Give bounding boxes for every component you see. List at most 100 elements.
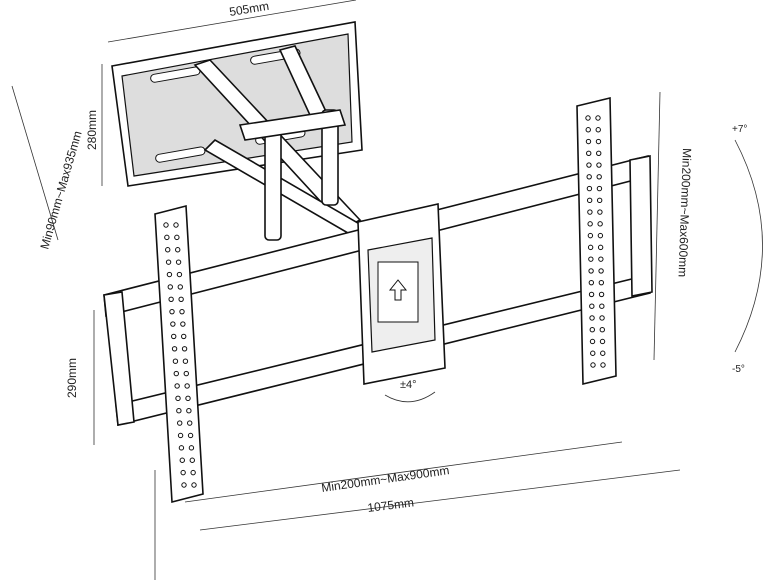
- bracket-hole: [587, 209, 593, 215]
- bracket-hole: [600, 350, 606, 356]
- bracket-hole: [598, 291, 605, 298]
- bracket-hole: [172, 358, 179, 364]
- bracket-hole: [599, 327, 605, 333]
- bracket-hole: [588, 256, 594, 262]
- bracket-hole: [173, 222, 179, 228]
- bracket-hole: [595, 115, 601, 121]
- bracket-hole: [181, 346, 188, 352]
- vertical-vesa-range-label: Min200mm~Max600mm: [675, 148, 693, 277]
- bracket-hole: [588, 279, 595, 286]
- dimension-lines: [11, 0, 763, 580]
- bracket-hole: [598, 268, 604, 274]
- bracket-hole: [585, 127, 591, 133]
- bracket-hole: [599, 303, 605, 309]
- bracket-hole: [597, 232, 604, 239]
- articulating-arms: [193, 45, 372, 242]
- bracket-hole: [587, 221, 593, 227]
- bracket-hole: [169, 308, 175, 315]
- bracket-hole: [597, 244, 604, 251]
- right-vertical-bracket: [576, 96, 617, 386]
- bracket-hole: [588, 268, 594, 274]
- bracket-hole: [177, 420, 183, 426]
- bracket-hole: [177, 432, 184, 439]
- tilt-up-label: +7°: [732, 124, 747, 135]
- bracket-hole: [588, 291, 595, 298]
- bracket-hole: [176, 408, 182, 414]
- bracket-hole: [163, 222, 169, 228]
- extension-range-label: Min90mm~Max935mm: [37, 129, 84, 250]
- bracket-hole: [596, 185, 603, 192]
- bracket-hole: [597, 209, 603, 215]
- bracket-hole: [589, 303, 595, 309]
- wall-plate-height-label: 280mm: [85, 110, 99, 150]
- bracket-hole: [598, 279, 605, 286]
- bracket-hole: [187, 420, 193, 426]
- up-arrow-icon: [388, 279, 408, 301]
- bracket-hole: [166, 271, 173, 278]
- center-tilt-plate: [357, 203, 446, 385]
- bracket-hole: [595, 127, 601, 133]
- bracket-hole: [164, 234, 170, 241]
- bracket-hole: [180, 469, 186, 476]
- bracket-hole: [586, 162, 592, 168]
- bracket-hole: [187, 432, 194, 439]
- bracket-hole: [585, 115, 591, 121]
- bracket-hole: [167, 284, 173, 290]
- bracket-hole: [183, 370, 189, 377]
- bracket-hole: [186, 408, 192, 414]
- bracket-hole: [586, 150, 592, 156]
- rail-height-label: 290mm: [65, 358, 79, 398]
- bracket-hole: [596, 162, 602, 168]
- bracket-hole: [585, 138, 592, 145]
- bracket-hole: [599, 338, 606, 345]
- wall-plate-width-label: 505mm: [228, 0, 270, 19]
- swivel-level-label: ±4°: [400, 379, 417, 391]
- left-vertical-bracket: [154, 204, 204, 504]
- bracket-hole: [173, 370, 179, 377]
- bracket-hole: [181, 333, 187, 340]
- bracket-hole: [165, 259, 172, 265]
- bracket-hole: [171, 346, 178, 352]
- bracket-hole: [600, 362, 606, 368]
- bracket-hole: [586, 174, 592, 180]
- bracket-hole: [168, 296, 174, 302]
- bracket-hole: [589, 327, 595, 333]
- bracket-hole: [175, 247, 181, 253]
- bracket-hole: [182, 358, 189, 364]
- bracket-hole: [174, 383, 180, 389]
- bracket-hole: [175, 259, 182, 265]
- bracket-hole: [596, 150, 602, 156]
- bracket-hole: [596, 197, 603, 204]
- bracket-hole: [596, 174, 602, 180]
- horizontal-vesa-range-label: Min200mm~Max900mm: [320, 463, 450, 495]
- bracket-hole: [179, 308, 185, 315]
- bracket-hole: [590, 350, 596, 356]
- bracket-hole: [184, 383, 190, 389]
- bracket-hole: [175, 395, 181, 402]
- bracket-hole: [181, 482, 187, 488]
- bracket-hole: [170, 321, 176, 327]
- bracket-hole: [176, 271, 183, 278]
- bracket-hole: [171, 333, 177, 340]
- bracket-hole: [586, 197, 593, 204]
- tilt-down-label: -5°: [732, 364, 745, 375]
- bracket-hole: [597, 221, 603, 227]
- bracket-hole: [587, 244, 594, 251]
- bracket-hole: [589, 315, 595, 321]
- bracket-hole: [598, 256, 604, 262]
- bracket-hole: [178, 445, 185, 451]
- bracket-hole: [185, 395, 191, 402]
- bracket-hole: [589, 338, 596, 345]
- bracket-hole: [191, 482, 197, 488]
- bracket-hole: [174, 234, 180, 241]
- bracket-hole: [590, 362, 596, 368]
- bracket-hole: [180, 321, 186, 327]
- overall-width-label: 1075mm: [367, 495, 415, 515]
- bracket-hole: [190, 469, 196, 476]
- bracket-hole: [587, 232, 594, 239]
- bracket-hole: [586, 185, 593, 192]
- bracket-hole: [179, 457, 185, 463]
- bracket-hole: [178, 296, 184, 302]
